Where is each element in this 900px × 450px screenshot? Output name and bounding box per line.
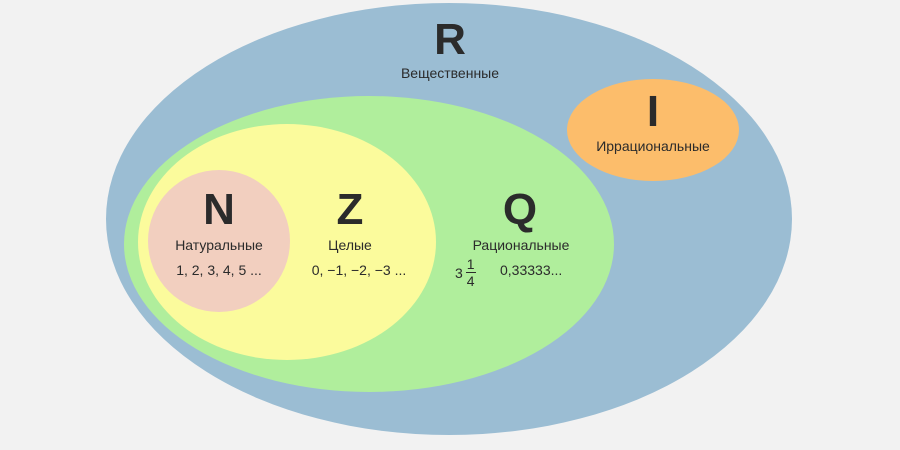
integer-set-label: Целые [328, 237, 372, 253]
natural-numbers-set [148, 170, 290, 312]
rational-set-label: Рациональные [472, 237, 570, 253]
rational-set-letter: Q [502, 185, 538, 234]
fraction-numerator: 1 [465, 256, 476, 273]
rational-example-mixed-fraction: 3 1 4 [455, 256, 476, 289]
irrational-set-letter: I [646, 87, 660, 136]
real-set-label: Вещественные [400, 65, 500, 81]
fraction: 1 4 [465, 256, 476, 289]
natural-set-label: Натуральные [175, 237, 263, 253]
irrational-numbers-set [567, 79, 739, 181]
integer-examples: 0, −1, −2, −3 ... [311, 262, 407, 278]
mixed-fraction-whole: 3 [455, 264, 463, 281]
natural-set-letter: N [203, 185, 235, 234]
rational-example-decimal: 0,33333... [500, 262, 563, 278]
integer-set-letter: Z [336, 185, 364, 234]
fraction-denominator: 4 [466, 273, 475, 289]
natural-examples: 1, 2, 3, 4, 5 ... [176, 262, 262, 278]
real-set-letter: R [434, 15, 466, 64]
irrational-set-label: Иррациональные [596, 138, 710, 154]
